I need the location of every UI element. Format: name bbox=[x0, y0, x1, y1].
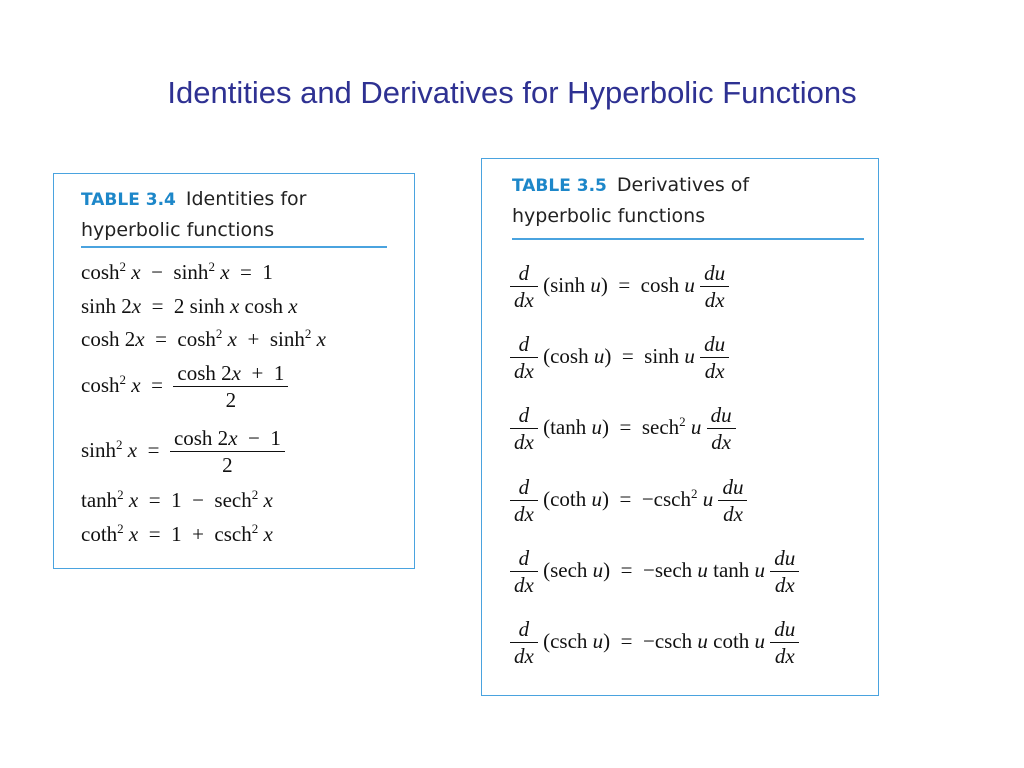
table-35-caption: TABLE 3.5 Derivatives of hyperbolic funct… bbox=[512, 170, 852, 231]
derivatives-table: TABLE 3.5 Derivatives of hyperbolic funct… bbox=[481, 158, 879, 696]
identities-table: TABLE 3.4 Identities for hyperbolic funct… bbox=[53, 173, 415, 569]
identity-0: cosh2 x − sinh2 x = 1 bbox=[81, 259, 273, 284]
table-34-rule bbox=[81, 246, 387, 248]
table-35-caption-line2: hyperbolic functions bbox=[512, 205, 706, 227]
table-34-caption: TABLE 3.4 Identities for hyperbolic funct… bbox=[81, 184, 401, 245]
table-35-number: TABLE 3.5 bbox=[512, 176, 607, 196]
slide-title: Identities and Derivatives for Hyperboli… bbox=[167, 75, 857, 110]
identity-6: coth2 x = 1 + csch2 x bbox=[81, 521, 273, 546]
table-34-caption-line2: hyperbolic functions bbox=[81, 219, 275, 241]
table-34-caption-line1: Identities for bbox=[185, 188, 307, 210]
identity-2: cosh 2x = cosh2 x + sinh2 x bbox=[81, 326, 326, 351]
table-35-rule bbox=[512, 238, 864, 240]
identity-1: sinh 2x = 2 sinh x cosh x bbox=[81, 294, 298, 318]
table-34-number: TABLE 3.4 bbox=[81, 190, 176, 210]
table-35-caption-line1: Derivatives of bbox=[616, 174, 750, 196]
identity-5: tanh2 x = 1 − sech2 x bbox=[81, 487, 273, 512]
